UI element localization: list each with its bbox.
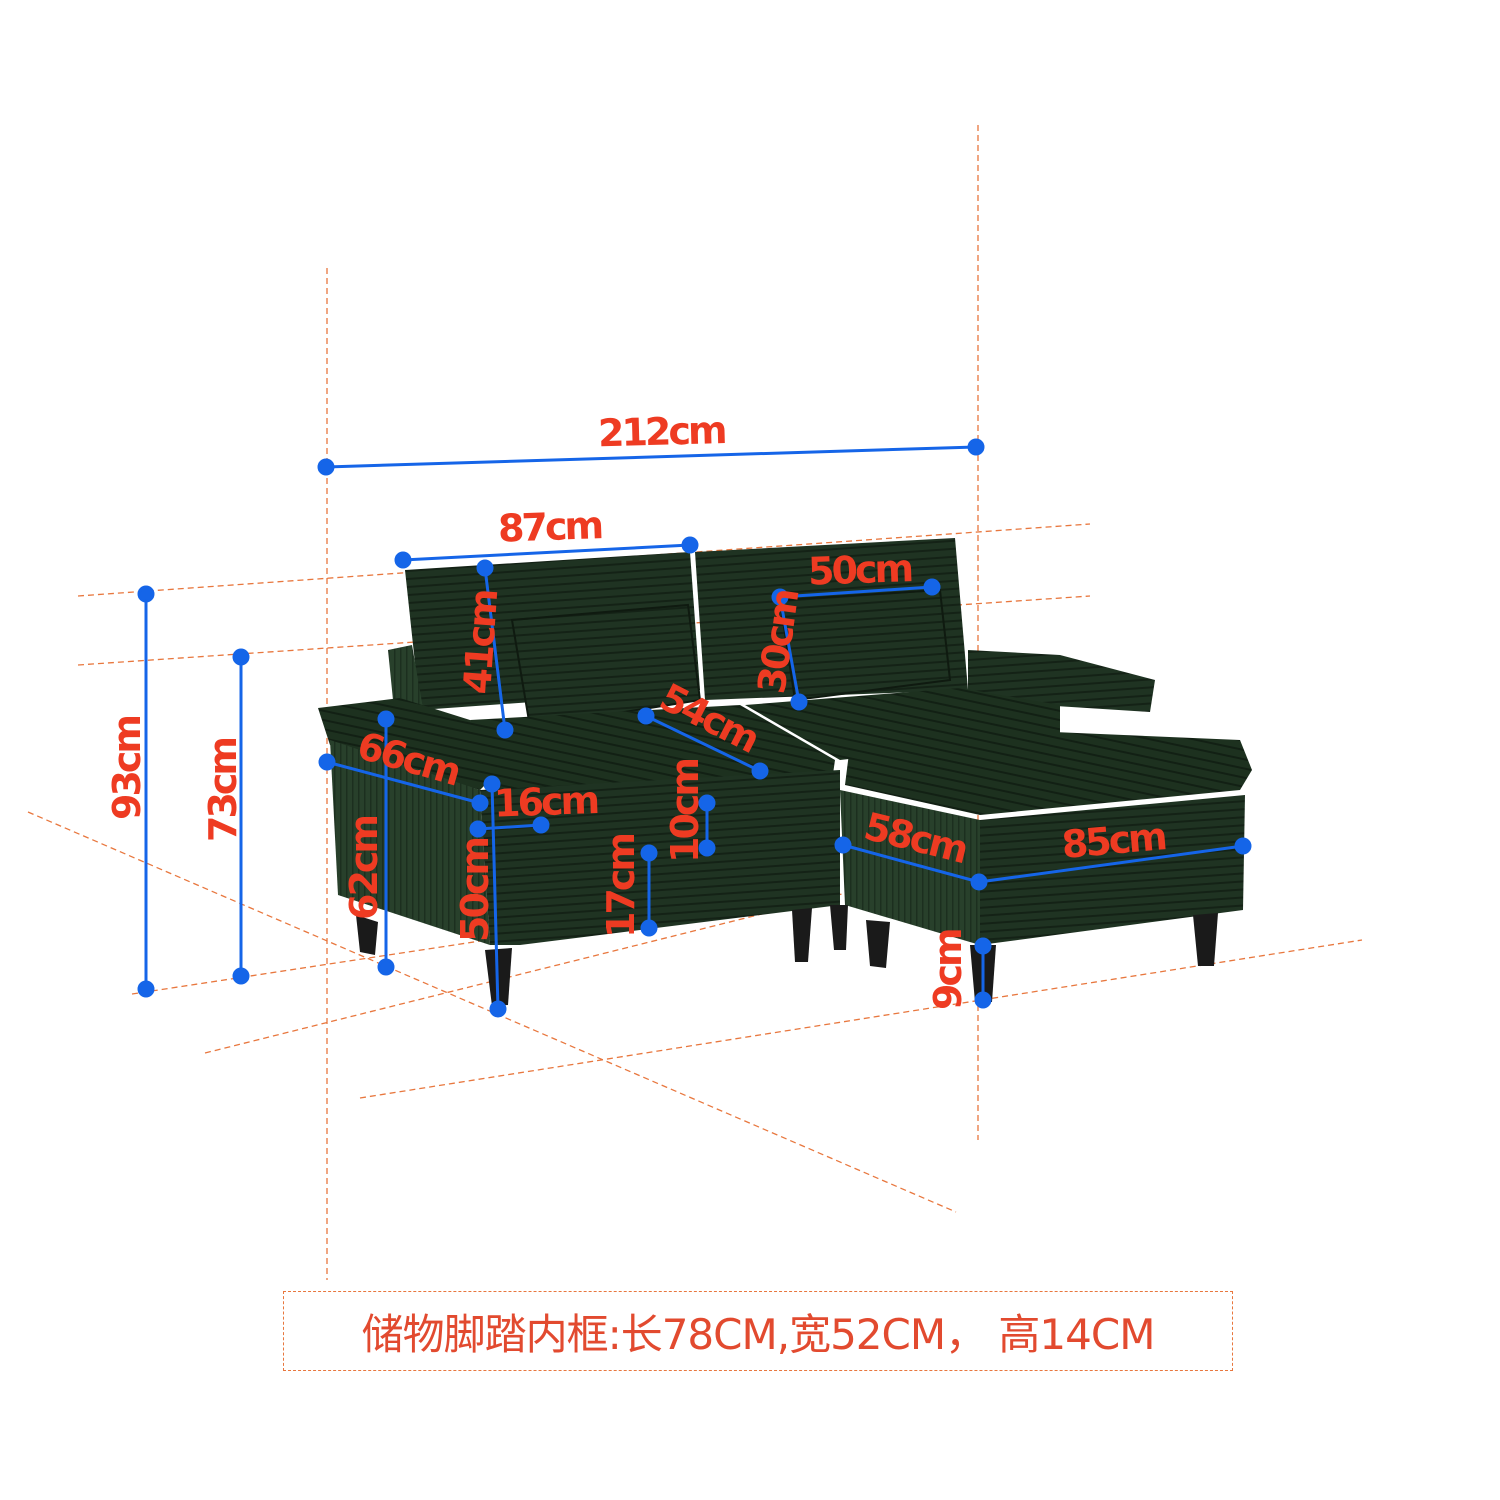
dimension-lines <box>137 438 1252 1018</box>
label-armrest-width: 16cm <box>493 778 598 826</box>
ottoman-front-face <box>980 795 1245 945</box>
label-leg-height: 9cm <box>926 930 970 1010</box>
left-armrest-side <box>330 740 490 945</box>
throw-pillow-left <box>510 603 702 729</box>
sofa-front-base <box>480 770 840 945</box>
ottoman-left-face <box>840 790 980 945</box>
label-back-height: 73cm <box>201 739 245 842</box>
label-seat-width: 87cm <box>497 503 602 551</box>
storage-ottoman-caption-box: 储物脚踏内框:长78CM,宽52CM， 高14CM <box>283 1291 1233 1371</box>
label-base-height: 17cm <box>599 835 643 938</box>
throw-pillow-right <box>778 588 952 702</box>
label-overall-height: 93cm <box>105 717 149 820</box>
label-armrest-height: 62cm <box>342 817 386 920</box>
right-armrest <box>968 650 1155 712</box>
label-seat-height: 50cm <box>453 839 497 942</box>
sofa-illustration <box>318 538 1252 1006</box>
label-cushion-thickness: 10cm <box>663 760 707 863</box>
label-overall-width: 212cm <box>597 408 725 455</box>
label-pillow-width: 50cm <box>807 546 912 594</box>
storage-ottoman-caption: 储物脚踏内框:长78CM,宽52CM， 高14CM <box>361 1309 1156 1359</box>
label-backrest-height: 41cm <box>455 589 506 695</box>
left-armrest-top <box>318 698 490 790</box>
ottoman-cushion <box>845 728 1252 815</box>
label-ottoman-length: 85cm <box>1060 814 1167 867</box>
